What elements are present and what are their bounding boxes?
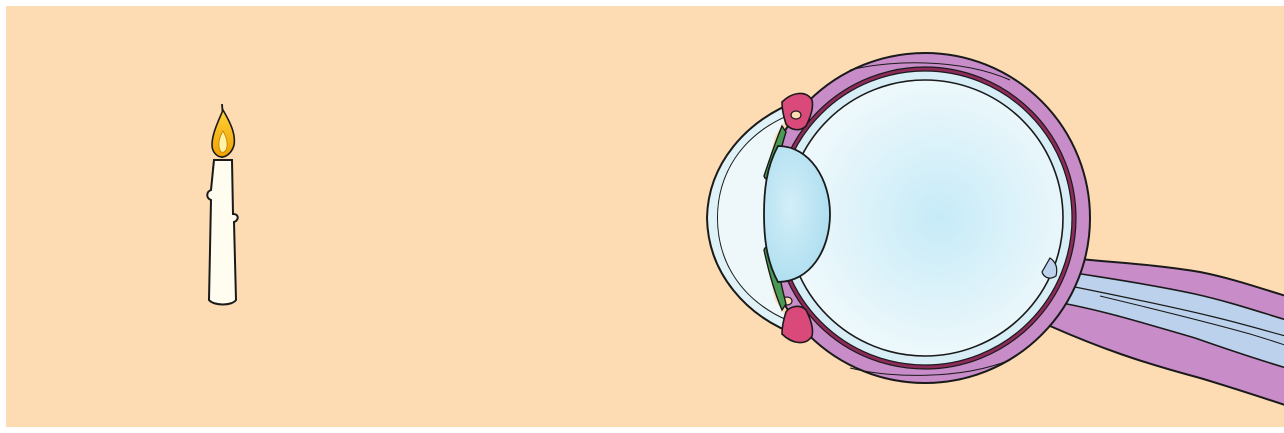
background	[6, 6, 1284, 427]
ciliary-top-hole	[791, 111, 801, 119]
